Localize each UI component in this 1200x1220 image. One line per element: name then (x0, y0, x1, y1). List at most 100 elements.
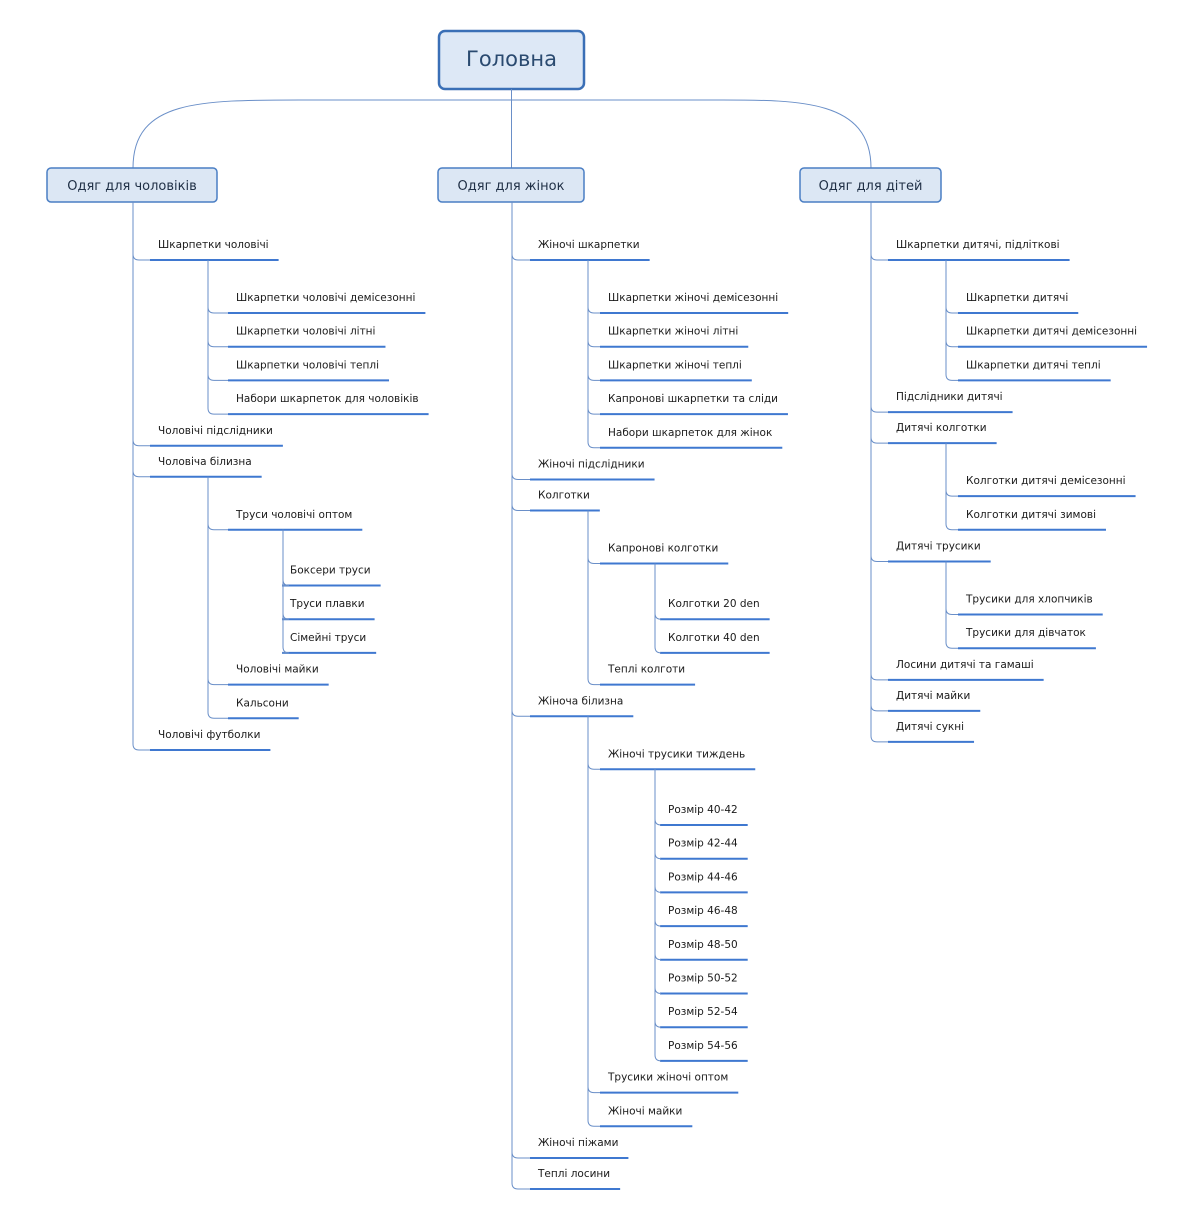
connector-line (945, 561, 958, 615)
connector-line (587, 716, 600, 770)
tree-node-label: Шкарпетки жіночі теплі (608, 359, 742, 371)
tree-node-label: Дитячі трусики (896, 541, 981, 553)
connector-line (132, 202, 150, 447)
tree-node-label: Трусики для дівчаток (965, 627, 1086, 639)
tree-node-label: Розмір 46-48 (668, 905, 738, 917)
connector-line (207, 260, 228, 314)
connector-line (511, 202, 530, 261)
connector-line (654, 563, 662, 654)
tree-node-label: Труси плавки (289, 598, 365, 610)
connector-line (870, 202, 888, 261)
connector-line (587, 260, 600, 449)
connector-line (132, 202, 150, 751)
tree-node-label: Чоловічі футболки (158, 729, 260, 741)
tree-node-label: Шкарпетки дитячі (966, 292, 1068, 304)
tree-node-label: Шкарпетки жіночі демісезонні (608, 292, 778, 304)
tree-node-label: Капронові шкарпетки та сліди (608, 393, 778, 405)
connector-line (587, 260, 600, 314)
tree-node-label: Теплі колготи (607, 664, 685, 676)
tree-node-label: Шкарпетки чоловічі літні (236, 326, 375, 338)
tree-node-label: Дитячі майки (896, 690, 970, 702)
connector-line (587, 260, 600, 348)
tree-node-label: Розмір 42-44 (668, 838, 738, 850)
tree-node-label: Розмір 44-46 (668, 871, 738, 883)
root-label: Головна (466, 47, 557, 71)
tree-node-label: Шкарпетки дитячі демісезонні (966, 326, 1137, 338)
connector-line (587, 260, 600, 381)
tree-node-label: Жіночі шкарпетки (538, 239, 640, 251)
tree-node-label: Розмір 48-50 (668, 939, 738, 951)
connector-line (207, 260, 228, 348)
connector-line (870, 202, 888, 413)
tree-node-label: Дитячі сукні (896, 721, 964, 733)
tree-node-label: Жіночі майки (608, 1105, 682, 1117)
branch-node (46, 167, 218, 203)
tree-node-label: Шкарпетки дитячі, підліткові (896, 239, 1060, 251)
connector-line (511, 202, 530, 1190)
tree-node-label: Жіночі піжами (538, 1137, 618, 1149)
connector-line (511, 202, 530, 511)
tree-node-label: Розмір 40-42 (668, 804, 738, 816)
connector-line (207, 476, 228, 719)
tree-node-label: Боксери труси (290, 565, 371, 577)
tree-node-label: Дитячі колготки (896, 422, 987, 434)
tree-node-label: Колготки дитячі демісезонні (966, 475, 1126, 487)
tree-node-label: Трусики жіночі оптом (607, 1072, 728, 1084)
connector-line (654, 769, 662, 1062)
connector-line (654, 769, 662, 961)
tree-node-label: Набори шкарпеток для жінок (608, 427, 772, 439)
tree-node-label: Колготки 20 den (668, 598, 760, 610)
connector-line (207, 476, 228, 531)
tree-node-label: Жіноча білизна (538, 695, 623, 707)
connector-line (870, 202, 888, 444)
tree-node-label: Розмір 54-56 (668, 1040, 738, 1052)
connector-line (587, 510, 600, 686)
tree-node-label: Чоловіча білизна (158, 456, 252, 468)
connector-line (654, 769, 662, 826)
connector-line (654, 769, 662, 893)
tree-node-label: Колготки (538, 490, 590, 502)
tree-node-label: Підслідники дитячі (896, 391, 1003, 403)
connector-line (654, 563, 662, 620)
tree-node-label: Капронові колготки (608, 543, 718, 555)
connector-line (587, 716, 600, 1127)
tree-node-label: Трусики для хлопчиків (965, 594, 1093, 606)
connector-line (945, 260, 958, 348)
tree-node-label: Жіночі трусики тиждень (608, 748, 745, 760)
connector-line (282, 529, 290, 654)
connector-line (511, 202, 530, 1159)
connector-line (654, 769, 662, 860)
connector-line (945, 443, 958, 531)
root-arc-connector (132, 99, 872, 169)
tree-node-label: Шкарпетки жіночі літні (608, 326, 738, 338)
tree-node-label: Шкарпетки чоловічі теплі (236, 359, 379, 371)
tree-node-label: Кальсони (236, 697, 289, 709)
tree-node-label: Лосини дитячі та гамаші (896, 659, 1034, 671)
branch-label: Одяг для чоловіків (67, 179, 197, 194)
tree-node-label: Труси чоловічі оптом (235, 509, 352, 521)
connector-line (945, 260, 958, 381)
connector-line (945, 260, 958, 314)
connector-line (587, 510, 600, 564)
tree-node-label: Чоловічі майки (236, 664, 319, 676)
connector-line (945, 561, 958, 649)
branch-node (437, 167, 585, 203)
tree-node-label: Жіночі підслідники (538, 459, 645, 471)
connector-line (587, 716, 600, 1094)
tree-node-label: Шкарпетки дитячі теплі (966, 359, 1101, 371)
branch-label: Одяг для дітей (819, 179, 923, 194)
connector-line (132, 202, 150, 478)
tree-node-label: Розмір 52-54 (668, 1006, 738, 1018)
connector-line (945, 443, 958, 497)
tree-node-label: Шкарпетки чоловічі (158, 239, 269, 251)
connector-line (511, 202, 530, 480)
connector-line (870, 202, 888, 743)
tree-node-label: Колготки дитячі зимові (966, 509, 1096, 521)
connector-line (870, 202, 888, 681)
connector-line (511, 202, 530, 717)
connector-line (207, 476, 228, 686)
tree-node-label: Теплі лосини (537, 1168, 610, 1180)
tree-node-label: Розмір 50-52 (668, 973, 738, 985)
connector-line (587, 260, 600, 415)
